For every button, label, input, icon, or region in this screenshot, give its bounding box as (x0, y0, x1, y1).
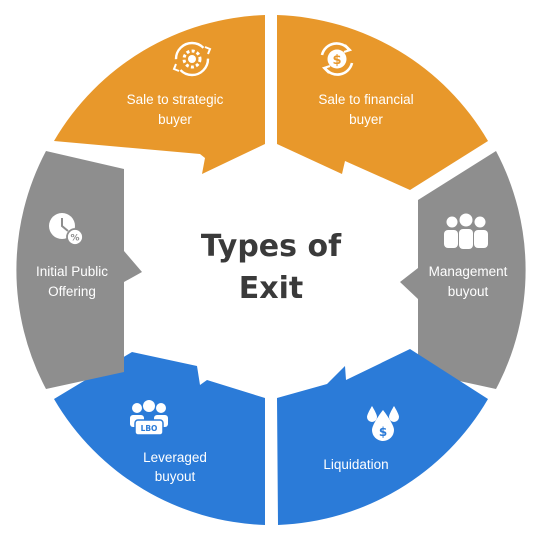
segment-sale-to-strategic-buyer (54, 15, 265, 174)
label-management-line-2: buyout (448, 284, 489, 299)
lbo-icon-text: LBO (141, 424, 158, 433)
label-ipo-line-2: Offering (48, 284, 96, 299)
segment-initial-public-offering (16, 151, 143, 389)
diagram-title-line-2: Exit (239, 271, 303, 306)
money-drop-icon: $ (367, 406, 399, 441)
lbo-people-icon: LBO (130, 400, 168, 436)
segment-management-buyout (400, 151, 526, 389)
label-leveraged-line-1: Leveraged (143, 450, 207, 465)
label-strategic-line-2: buyer (158, 112, 192, 127)
label-liquidation-line-1: Liquidation (323, 457, 388, 472)
group-people-icon (444, 213, 488, 249)
label-leveraged-line-2: buyout (155, 469, 196, 484)
dollar-cycle-icon: $ (320, 42, 354, 76)
label-management-line-1: Management (429, 264, 508, 279)
label-ipo-line-1: Initial Public (36, 264, 108, 279)
gear-cycle-icon (172, 41, 212, 77)
svg-text:$: $ (332, 53, 341, 68)
diagram-title-line-1: Types of (201, 229, 342, 264)
segment-leveraged-buyout (54, 352, 265, 525)
clock-percent-icon: % (49, 213, 84, 246)
label-financial-line-2: buyer (349, 112, 383, 127)
svg-text:%: % (70, 234, 79, 244)
label-financial-line-1: Sale to financial (318, 92, 413, 107)
label-strategic-line-1: Sale to strategic (127, 92, 224, 107)
svg-text:$: $ (379, 425, 387, 439)
